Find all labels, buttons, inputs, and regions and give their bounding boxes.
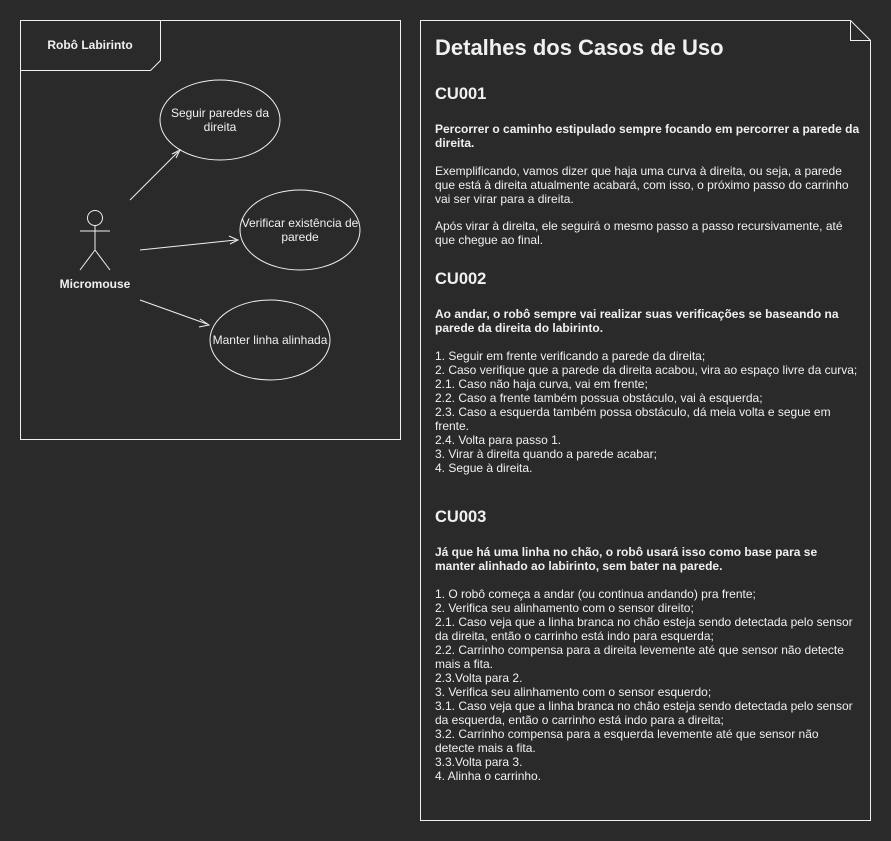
cu002-step: 4. Segue à direita. bbox=[435, 461, 533, 475]
actor-label: Micromouse bbox=[60, 277, 131, 291]
cu003-step: 3.1. Caso veja que a linha branca no chã… bbox=[435, 699, 853, 727]
arrowhead-manter bbox=[198, 318, 211, 328]
cu002-heading: CU002 bbox=[435, 270, 487, 288]
actor-micromouse[interactable] bbox=[79, 210, 111, 271]
cu002-steps: 1. Seguir em frente verificando a parede… bbox=[435, 349, 860, 475]
details-content: Detalhes dos Casos de Uso CU001 Percorre… bbox=[435, 34, 860, 783]
use-case-manter-linha-label: Manter linha alinhada bbox=[213, 333, 328, 347]
arrowhead-seguir bbox=[171, 148, 182, 159]
cu003-step: 3.2. Carrinho compensa para a esquerda l… bbox=[435, 727, 819, 755]
cu003-heading: CU003 bbox=[435, 508, 487, 526]
cu001-heading: CU001 bbox=[435, 85, 487, 103]
use-case-manter-linha[interactable] bbox=[209, 299, 331, 381]
cu002-lead: Ao andar, o robô sempre vai realizar sua… bbox=[435, 307, 839, 335]
cu003-lead: Já que há uma linha no chão, o robô usar… bbox=[435, 545, 818, 573]
details-note: Detalhes dos Casos de Uso CU001 Percorre… bbox=[420, 20, 871, 821]
cu003-step: 2.2. Carrinho compensa para a direita le… bbox=[435, 643, 844, 671]
actor-left-leg bbox=[79, 249, 96, 271]
actor-right-leg bbox=[94, 249, 111, 271]
association-arrow-manter[interactable] bbox=[139, 299, 208, 325]
cu003-step: 4. Alinha o carrinho. bbox=[435, 769, 542, 783]
cu002-step: 2.1. Caso não haja curva, vai em frente; bbox=[435, 377, 648, 391]
association-arrow-verificar[interactable] bbox=[139, 239, 237, 251]
cu003-step: 3.3.Volta para 3. bbox=[435, 755, 523, 769]
arrowhead-verificar bbox=[228, 235, 240, 245]
use-case-seguir-paredes-label-1: Seguir paredes da bbox=[171, 106, 269, 120]
system-boundary[interactable] bbox=[20, 20, 401, 440]
cu001-paragraph-2: Após virar à direita, ele seguirá o mesm… bbox=[435, 219, 843, 247]
cu003-step: 1. O robô começa a andar (ou continua an… bbox=[435, 587, 756, 601]
use-case-verificar-parede-label-2: parede bbox=[281, 230, 319, 244]
boundary-title: Robô Labirinto bbox=[47, 38, 132, 52]
use-case-verificar-parede-label-1: Verificar existência de bbox=[242, 216, 359, 230]
association-arrow-seguir[interactable] bbox=[129, 151, 179, 201]
use-case-seguir-paredes-label-2: direita bbox=[204, 120, 237, 134]
actor-head bbox=[87, 210, 103, 226]
use-case-verificar-parede[interactable] bbox=[239, 189, 361, 271]
cu003-step: 2.3.Volta para 2. bbox=[435, 671, 523, 685]
cu002-step: 2.2. Caso a frente também possua obstácu… bbox=[435, 391, 763, 405]
cu002-step: 3. Virar à direita quando a parede acaba… bbox=[435, 447, 657, 461]
cu003-step: 3. Verifica seu alinhamento com o sensor… bbox=[435, 685, 712, 699]
cu003-step: 2.1. Caso veja que a linha branca no chã… bbox=[435, 615, 853, 643]
cu003-step: 2. Verifica seu alinhamento com o sensor… bbox=[435, 601, 694, 615]
use-case-seguir-paredes[interactable] bbox=[159, 79, 281, 161]
cu002-step: 2.3. Caso a esquerda também possa obstác… bbox=[435, 405, 831, 433]
cu002-step: 2.4. Volta para passo 1. bbox=[435, 433, 562, 447]
details-title: Detalhes dos Casos de Uso bbox=[435, 35, 724, 60]
cu003-steps: 1. O robô começa a andar (ou continua an… bbox=[435, 587, 860, 783]
cu001-lead: Percorrer o caminho estipulado sempre fo… bbox=[435, 122, 860, 150]
details-note-border[interactable] bbox=[420, 20, 871, 821]
note-folded-corner bbox=[850, 20, 871, 41]
cu002-step: 2. Caso verifique que a parede da direit… bbox=[435, 363, 858, 377]
boundary-title-tab bbox=[20, 20, 161, 71]
cu002-step: 1. Seguir em frente verificando a parede… bbox=[435, 349, 706, 363]
cu001-paragraph-1: Exemplificando, vamos dizer que haja uma… bbox=[435, 164, 849, 206]
